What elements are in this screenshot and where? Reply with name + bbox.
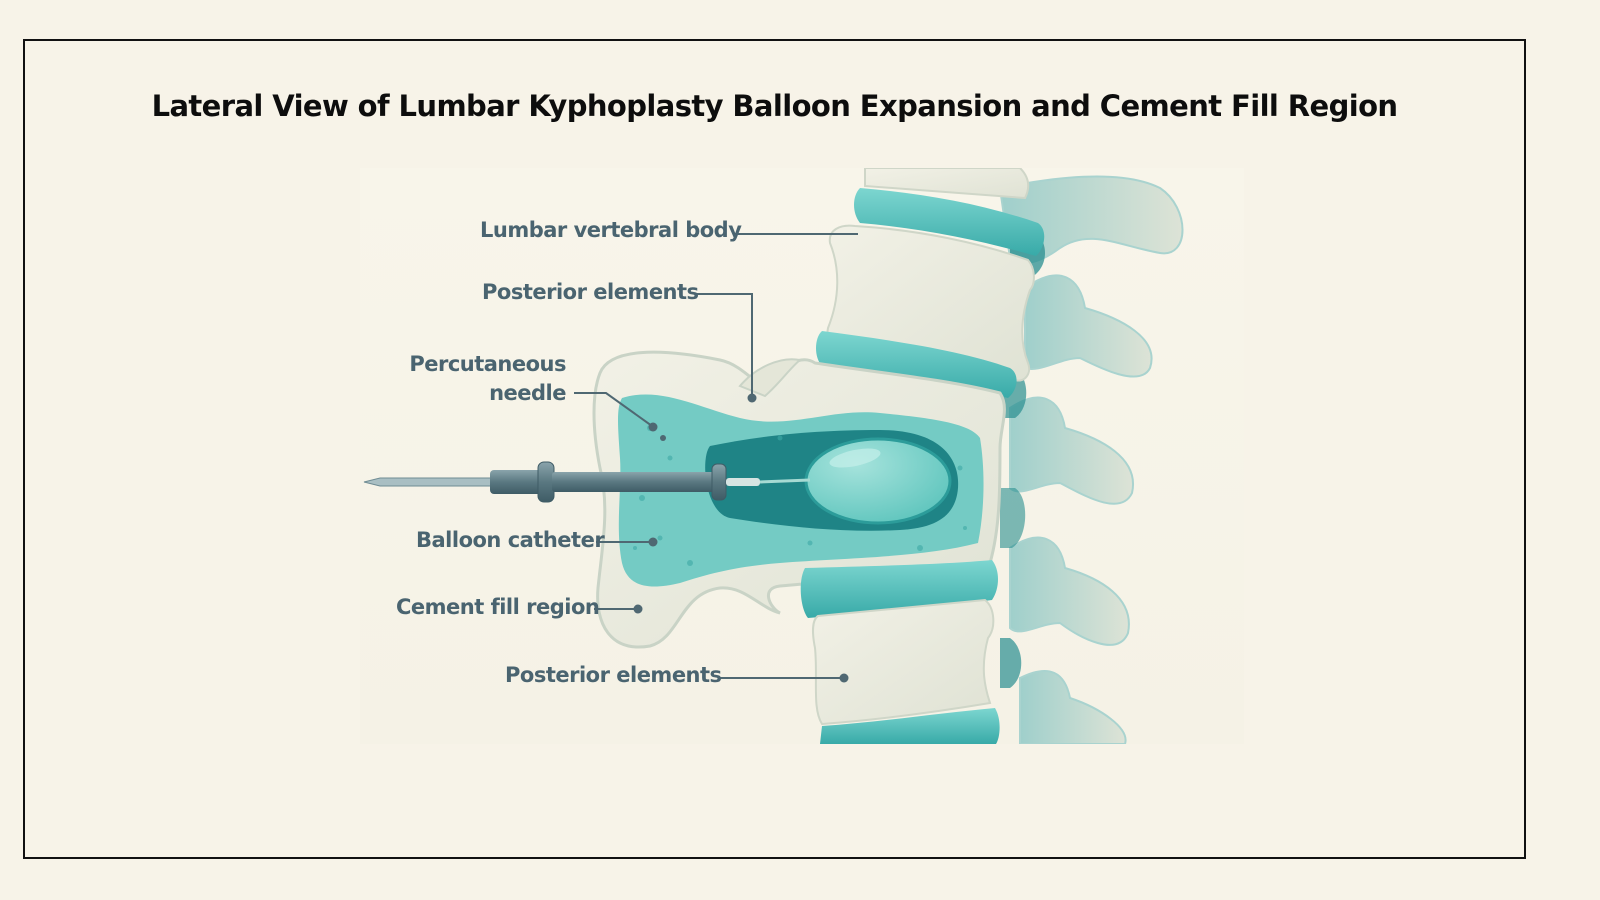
intervertebral-disc-top [854, 188, 1045, 256]
label-percutaneous-needle-line1: Percutaneous [409, 352, 566, 376]
label-posterior-elements-top: Posterior elements [482, 280, 699, 304]
leader-line-needle [574, 392, 653, 427]
dot-posterior-top [747, 393, 757, 403]
top-vertebra [864, 168, 1030, 200]
needle-catheter-assembly [363, 461, 811, 503]
dot-posterior-bottom [839, 673, 849, 683]
dot-needle [648, 422, 658, 432]
figure-title: Lateral View of Lumbar Kyphoplasty Ballo… [151, 89, 1398, 123]
intervertebral-disc-middle [816, 331, 1017, 398]
spine-illustration-svg [360, 168, 1244, 744]
leader-dots [633, 393, 849, 683]
leader-lines [574, 233, 858, 679]
label-cement-fill-region: Cement fill region [396, 595, 600, 619]
label-balloon-catheter: Balloon catheter [416, 528, 605, 552]
kyphoplasty-illustration [360, 168, 1244, 744]
lower-vertebral-body [812, 598, 995, 726]
label-lumbar-vertebral-body: Lumbar vertebral body [480, 218, 742, 242]
intervertebral-disc-bottom [820, 708, 1000, 744]
posterior-processes [998, 175, 1184, 744]
dot-cement [633, 604, 643, 614]
dot-needle-secondary [660, 435, 666, 441]
leader-line-posterior-top [696, 293, 753, 396]
dot-balloon [648, 537, 658, 547]
label-posterior-elements-bottom: Posterior elements [505, 663, 722, 687]
figure-frame: Lateral View of Lumbar Kyphoplasty Ballo… [23, 39, 1526, 859]
label-percutaneous-needle-line2: needle [489, 381, 566, 405]
